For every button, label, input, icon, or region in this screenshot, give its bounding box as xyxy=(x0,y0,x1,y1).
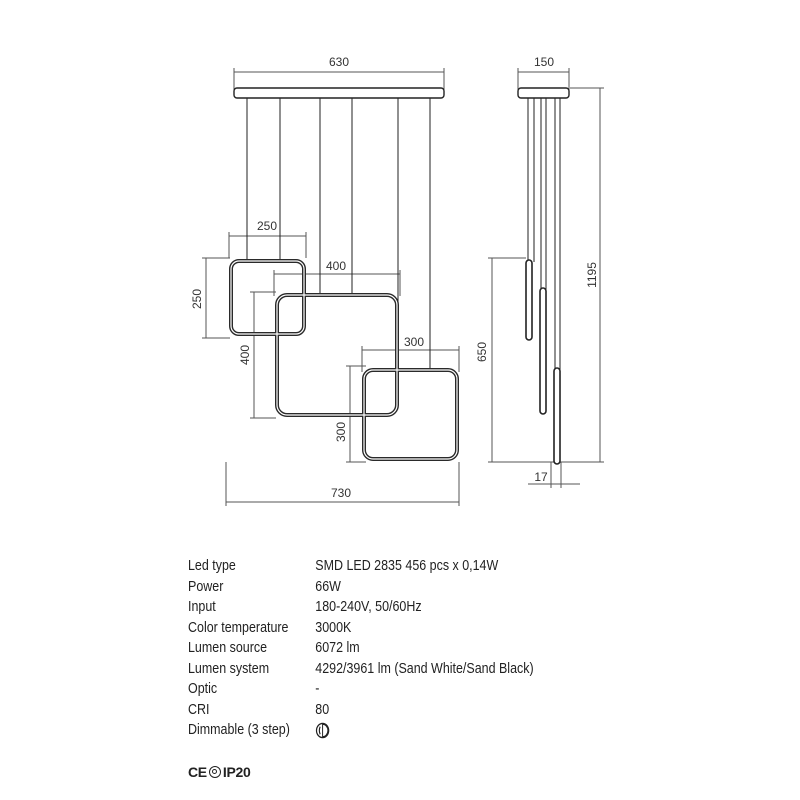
suspension-cables-side xyxy=(527,98,561,370)
spec-value: 4292/3961 lm (Sand White/Sand Black) xyxy=(315,660,534,677)
ip-rating: IP20 xyxy=(222,764,251,780)
spec-label: Optic xyxy=(188,681,218,697)
dim-total-width: 730 xyxy=(331,486,351,500)
dim-small-height: 250 xyxy=(190,289,204,309)
dim-total-height: 1195 xyxy=(585,262,599,288)
dim-medium-height: 300 xyxy=(334,422,348,442)
spec-table: Led type SMD LED 2835 456 pcs x 0,14W Po… xyxy=(188,556,534,741)
spec-value: - xyxy=(315,681,320,697)
spec-row-dimmable: Dimmable (3 step) xyxy=(188,720,534,741)
spec-row-optic: Optic - xyxy=(188,679,534,700)
dim-medium-width: 300 xyxy=(404,335,424,349)
ring-side-small xyxy=(525,259,533,341)
dimmer-step-icon xyxy=(315,722,330,738)
spec-label: Lumen source xyxy=(188,640,268,656)
spec-row-led-type: Led type SMD LED 2835 456 pcs x 0,14W xyxy=(188,556,534,577)
ring-side-medium xyxy=(553,367,561,465)
spec-value: 66W xyxy=(315,578,341,595)
spec-row-input: Input 180-240V, 50/60Hz xyxy=(188,597,534,618)
spec-label: Lumen system xyxy=(188,660,270,677)
spec-value: 80 xyxy=(315,701,330,718)
dim-large-height: 400 xyxy=(238,345,252,365)
spec-value: 180-240V, 50/60Hz xyxy=(315,599,422,615)
ring-small xyxy=(229,259,306,336)
ring-large xyxy=(275,293,399,417)
spec-label: Dimmable (3 step) xyxy=(188,722,290,738)
canopy-side xyxy=(517,87,570,99)
spec-label: CRI xyxy=(188,701,210,718)
dim-drop-height: 650 xyxy=(475,342,489,362)
spec-label: Led type xyxy=(188,558,236,574)
spec-row-power: Power 66W xyxy=(188,577,534,598)
spec-value xyxy=(315,720,330,741)
rings-front-highlight xyxy=(230,260,458,460)
suspension-cables-front xyxy=(246,98,431,370)
spec-row-cri: CRI 80 xyxy=(188,700,534,721)
dim-canopy-width: 630 xyxy=(329,55,349,69)
spec-value: SMD LED 2835 456 pcs x 0,14W xyxy=(315,558,499,574)
spec-label: Power xyxy=(188,578,224,595)
ring-side-large xyxy=(539,287,547,415)
class-ii-icon xyxy=(208,766,221,778)
spec-row-lumen-source: Lumen source 6072 lm xyxy=(188,638,534,659)
spec-label: Input xyxy=(188,599,216,615)
dim-small-width: 250 xyxy=(257,219,277,233)
dim-profile-depth: 17 xyxy=(534,470,548,484)
dim-large-width: 400 xyxy=(326,259,346,273)
spec-row-lumen-system: Lumen system 4292/3961 lm (Sand White/Sa… xyxy=(188,659,534,680)
dim-canopy-depth: 150 xyxy=(534,55,554,69)
spec-value: 3000K xyxy=(315,619,352,636)
rings-side xyxy=(525,259,561,465)
certification-marks: CE IP20 xyxy=(188,764,251,780)
ce-mark: CE xyxy=(188,764,207,780)
spec-label: Color temperature xyxy=(188,619,289,636)
spec-row-color-temperature: Color temperature 3000K xyxy=(188,618,534,639)
spec-value: 6072 lm xyxy=(315,640,360,656)
canopy-front xyxy=(233,87,445,99)
